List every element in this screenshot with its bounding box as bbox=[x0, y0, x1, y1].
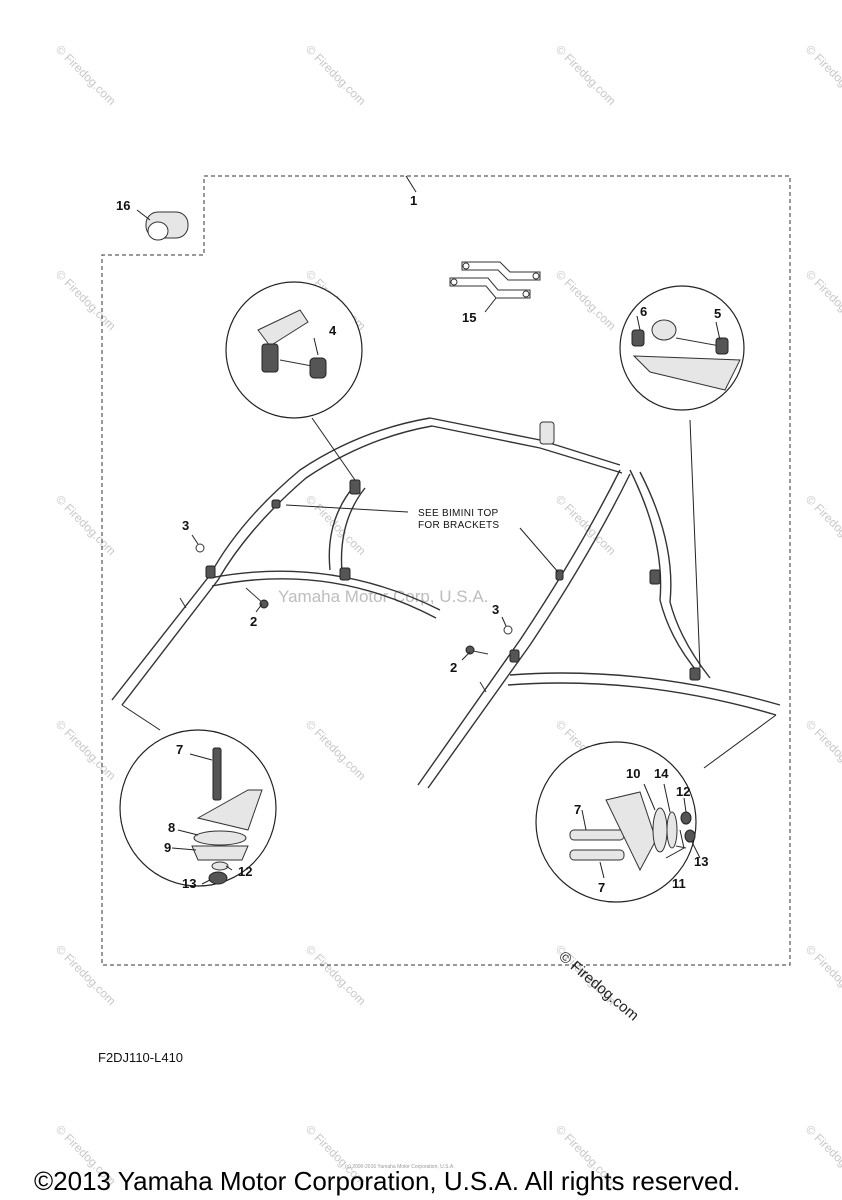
watermark: © Firedog.com bbox=[803, 717, 842, 783]
watermark: © Firedog.com bbox=[803, 42, 842, 108]
watermark: © Firedog.com bbox=[53, 717, 119, 783]
callout-labels: 1 16 15 4 6 5 3 2 3 2 7 8 9 12 13 10 14 … bbox=[116, 193, 721, 895]
watermark: © Firedog.com bbox=[303, 942, 369, 1008]
callout-14: 14 bbox=[654, 766, 669, 781]
callout-13-left: 13 bbox=[182, 876, 196, 891]
washer-3-right bbox=[503, 625, 513, 635]
watermark: © Firedog.com bbox=[303, 717, 369, 783]
bolt-2-left bbox=[245, 587, 269, 609]
tower-frame bbox=[111, 417, 781, 789]
watermark: © Firedog.com bbox=[553, 492, 619, 558]
detail-circle-right-mount bbox=[535, 741, 697, 903]
note-line-2: FOR BRACKETS bbox=[418, 520, 499, 531]
detail-circle-left-mount bbox=[119, 729, 277, 887]
callout-8: 8 bbox=[168, 820, 175, 835]
watermark: © Firedog.com bbox=[803, 942, 842, 1008]
callout-6: 6 bbox=[640, 304, 647, 319]
callout-13-right: 13 bbox=[694, 854, 708, 869]
detail-circle-parts-5-6 bbox=[619, 285, 745, 411]
callout-7-right-top: 7 bbox=[574, 802, 581, 817]
detail-circle-part-4 bbox=[225, 281, 363, 419]
callout-9: 9 bbox=[164, 840, 171, 855]
note-line-1: SEE BIMINI TOP bbox=[418, 508, 499, 519]
watermark: © Firedog.com bbox=[53, 942, 119, 1008]
part-15-bracket-set bbox=[449, 261, 541, 299]
callout-10: 10 bbox=[626, 766, 640, 781]
watermark: © Firedog.com bbox=[803, 492, 842, 558]
washer-3-left bbox=[195, 543, 205, 553]
leader-lines bbox=[121, 175, 777, 885]
callout-7-right-bottom: 7 bbox=[598, 880, 605, 895]
fine-print: (c) 2000-2016 Yamaha Motor Corporation, … bbox=[345, 1164, 455, 1170]
watermark: © Firedog.com bbox=[553, 42, 619, 108]
callout-3-left: 3 bbox=[182, 518, 189, 533]
callout-12-right: 12 bbox=[676, 784, 690, 799]
part-code: F2DJ110-L410 bbox=[98, 1050, 183, 1065]
callout-7-left: 7 bbox=[176, 742, 183, 757]
callout-2-left: 2 bbox=[250, 614, 257, 629]
watermark: © Firedog.com bbox=[553, 267, 619, 333]
watermark: © Firedog.com bbox=[803, 1122, 842, 1188]
watermark: © Firedog.com bbox=[53, 267, 119, 333]
callout-5: 5 bbox=[714, 306, 721, 321]
callout-1: 1 bbox=[410, 193, 417, 208]
center-watermark: Yamaha Motor Corp, U.S.A. bbox=[278, 587, 488, 606]
callout-4: 4 bbox=[329, 323, 337, 338]
watermark: © Firedog.com bbox=[303, 492, 369, 558]
part-16-end-cap bbox=[145, 211, 189, 241]
watermark: © Firedog.com bbox=[53, 492, 119, 558]
callout-3-right: 3 bbox=[492, 602, 499, 617]
callout-11: 11 bbox=[672, 876, 686, 891]
footer-copyright: ©2013 Yamaha Motor Corporation, U.S.A. A… bbox=[34, 1166, 740, 1196]
bolt-2-right bbox=[465, 645, 489, 655]
callout-12-left: 12 bbox=[238, 864, 252, 879]
callout-16: 16 bbox=[116, 198, 130, 213]
callout-15: 15 bbox=[462, 310, 476, 325]
watermark: © Firedog.com bbox=[803, 267, 842, 333]
callout-2-right: 2 bbox=[450, 660, 457, 675]
firedog-mark: © Firedog.com bbox=[555, 948, 641, 1024]
watermark: © Firedog.com bbox=[303, 42, 369, 108]
watermark: © Firedog.com bbox=[53, 42, 119, 108]
